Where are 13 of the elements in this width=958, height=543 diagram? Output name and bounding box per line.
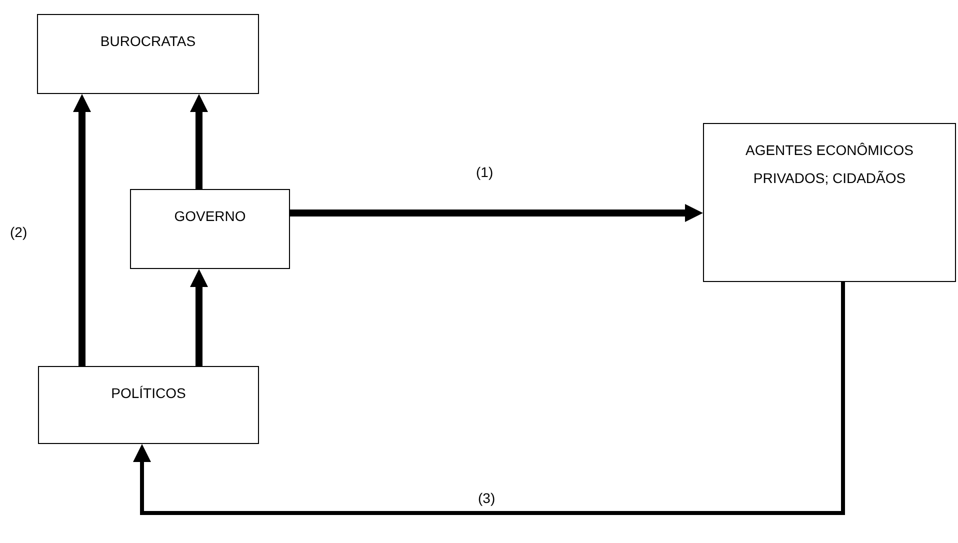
arrow bbox=[190, 94, 208, 189]
box-label: GOVERNO bbox=[174, 207, 246, 226]
process-box bbox=[37, 14, 259, 94]
arrow bbox=[133, 282, 845, 515]
box-label: BUROCRATAS bbox=[100, 32, 196, 51]
arrow bbox=[73, 94, 91, 366]
box-label: AGENTES ECONÔMICOS PRIVADOS; CIDADÃOS bbox=[744, 141, 915, 188]
process-box bbox=[38, 366, 259, 444]
arrow bbox=[190, 269, 208, 366]
box-label: POLÍTICOS bbox=[111, 384, 186, 403]
arrow bbox=[290, 204, 703, 222]
process-box bbox=[703, 123, 956, 282]
process-box bbox=[130, 189, 290, 269]
